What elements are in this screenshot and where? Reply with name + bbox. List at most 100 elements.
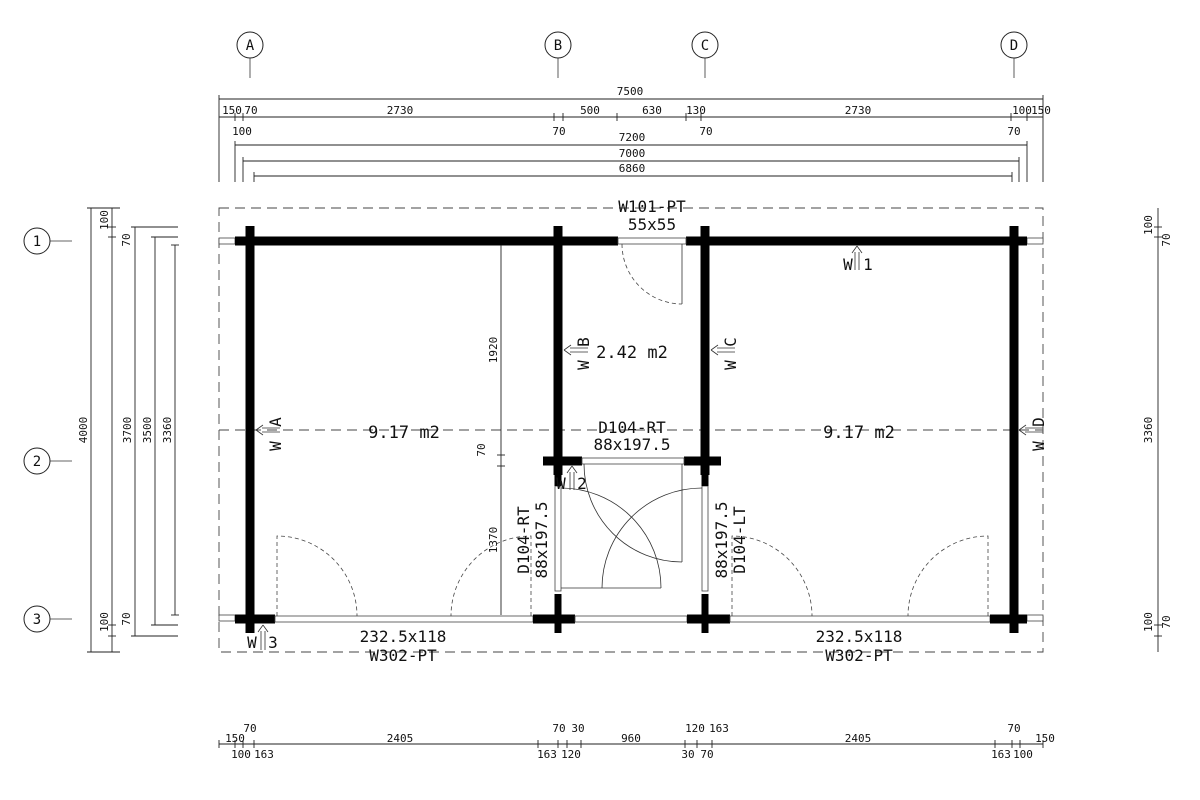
dim-left-70-bottom: 70: [120, 612, 133, 625]
dim-bottom-163-right: 163: [991, 748, 1011, 761]
door-right-code: D104-LT: [730, 506, 749, 574]
wall-mark-1-w: W: [843, 255, 853, 274]
grid-label-1: 1: [33, 234, 41, 250]
wall-mark-a: W A: [255, 417, 285, 451]
door-left-swing: [560, 487, 662, 589]
grid-label-b: B: [554, 38, 562, 54]
dim-bottom-2405-left: 2405: [387, 732, 414, 745]
dim-bottom-150-right: 150: [1035, 732, 1055, 745]
wall-mark-b-id: B: [574, 337, 593, 347]
bottom-left-window-code: W302-PT: [369, 646, 437, 665]
inner-door-frame: [581, 457, 685, 465]
wall-mark-2-w: W: [556, 474, 566, 493]
dim-bottom-2405-right: 2405: [845, 732, 872, 745]
dim-top-150-right: 150: [1031, 104, 1051, 117]
dim-bottom-120-mid: 120: [561, 748, 581, 761]
dim-top-2730-left: 2730: [387, 104, 414, 117]
wall-mark-d-id: D: [1029, 417, 1048, 427]
walls: [218, 226, 1044, 633]
dim-right-3360: 3360: [1142, 417, 1155, 444]
wall-mark-d-arrow-icon: [1018, 424, 1043, 436]
dim-top-150-left: 150: [222, 104, 242, 117]
wall-mark-3-arrow-icon: [257, 624, 269, 650]
dim-bottom-70-mid: 70: [552, 722, 565, 735]
door-right-frame: [701, 485, 709, 592]
bottom-right-window-code: W302-PT: [825, 646, 893, 665]
wall-mark-3-id: 3: [268, 633, 278, 652]
dim-right-ticks: [1154, 226, 1162, 637]
dim-right-70-bottom: 70: [1160, 615, 1173, 628]
dim-1920: 1920: [487, 337, 500, 364]
wall-mark-b-arrow-icon: [563, 344, 588, 356]
door-right-size: 88x197.5: [712, 501, 731, 578]
dim-1370: 1370: [487, 527, 500, 554]
wall-mark-1: W 1: [843, 245, 873, 274]
room-area-right: 9.17 m2: [823, 423, 895, 443]
dim-bottom-30-top: 30: [571, 722, 584, 735]
wall-mark-b-w: W: [574, 360, 593, 370]
top-window-frame: [617, 237, 687, 245]
dim-bottom-ticks: [218, 740, 1044, 748]
log-end-tr: [1026, 237, 1044, 245]
grid-label-c: C: [701, 38, 709, 54]
dim-right-70-top: 70: [1160, 233, 1173, 246]
dim-top-630: 630: [642, 104, 662, 117]
dim-top-70-b1: 70: [552, 125, 565, 138]
wall-mark-3-w: W: [247, 633, 257, 652]
dim-bottom-100-right: 100: [1013, 748, 1033, 761]
opening-labels: W101-PT 55x55 D104-RT 88x197.5 D104-RT 8…: [360, 197, 903, 665]
wall-mark-c-id: C: [721, 337, 740, 347]
wall-mark-c-arrow-icon: [710, 344, 735, 356]
wall-mark-a-w: W: [266, 441, 285, 451]
bottom-left-window-frame: [274, 615, 534, 623]
dim-70-inner: 70: [475, 443, 488, 456]
dim-top-70-b2: 70: [699, 125, 712, 138]
bottom-left-window-size: 232.5x118: [360, 627, 447, 646]
inner-door-size: 88x197.5: [593, 435, 670, 454]
dim-bottom-163-top: 163: [709, 722, 729, 735]
grid-label-2: 2: [33, 454, 41, 470]
dim-bottom-70-mid2: 70: [700, 748, 713, 761]
wall-mark-c: W C: [710, 337, 740, 370]
bottom-right-swing-2: [907, 535, 989, 617]
dim-top-2730-right: 2730: [845, 104, 872, 117]
dim-bottom-120-top: 120: [685, 722, 705, 735]
top-window-size: 55x55: [628, 215, 676, 234]
door-right-swing: [601, 487, 703, 589]
dim-top-70-left: 70: [244, 104, 257, 117]
wall-mark-d-w: W: [1029, 441, 1048, 451]
dim-bottom-150-left: 150: [225, 732, 245, 745]
dim-top-130: 130: [686, 104, 706, 117]
inner-door-code: D104-RT: [598, 418, 666, 437]
room-areas: 9.17 m2 2.42 m2 9.17 m2: [368, 343, 895, 443]
dim-bottom-30-mid: 30: [681, 748, 694, 761]
log-end-bl: [218, 614, 236, 622]
dim-right-100-bottom: 100: [1142, 612, 1155, 632]
wall-marks: W 1 W 2 W 3 W A W B W C: [247, 245, 1048, 652]
grid-label-d: D: [1010, 38, 1018, 54]
top-window-swing: [621, 243, 683, 305]
dim-segment-ticks: [234, 113, 1028, 121]
bottom-mid-frame: [574, 615, 688, 623]
dim-right-100-top: 100: [1142, 215, 1155, 235]
dim-3500: 3500: [141, 417, 154, 444]
grid-label-a: A: [246, 38, 255, 54]
dim-7200: 7200: [619, 131, 646, 144]
wall-mark-c-w: W: [721, 360, 740, 370]
wall-mark-1-arrow-icon: [851, 245, 863, 270]
grid-row-markers: 1 2 3: [23, 227, 72, 633]
dim-bottom-163-left: 163: [254, 748, 274, 761]
wall-mark-a-id: A: [266, 417, 285, 427]
dim-bottom-70-right: 70: [1007, 722, 1020, 735]
dim-bottom-100-left: 100: [231, 748, 251, 761]
dim-left-100-top: 100: [98, 210, 111, 230]
dim-4000: 4000: [77, 417, 90, 444]
log-end-tl: [218, 237, 236, 245]
wall-mark-2-arrow-icon: [566, 465, 578, 490]
wall-mark-a-arrow-icon: [255, 424, 280, 436]
wall-mark-d: W D: [1018, 417, 1048, 451]
left-dimensions: 4000 100 70 100 70 3700 3500 3360: [77, 207, 179, 653]
dim-7000: 7000: [619, 147, 646, 160]
dim-7500: 7500: [617, 85, 644, 98]
